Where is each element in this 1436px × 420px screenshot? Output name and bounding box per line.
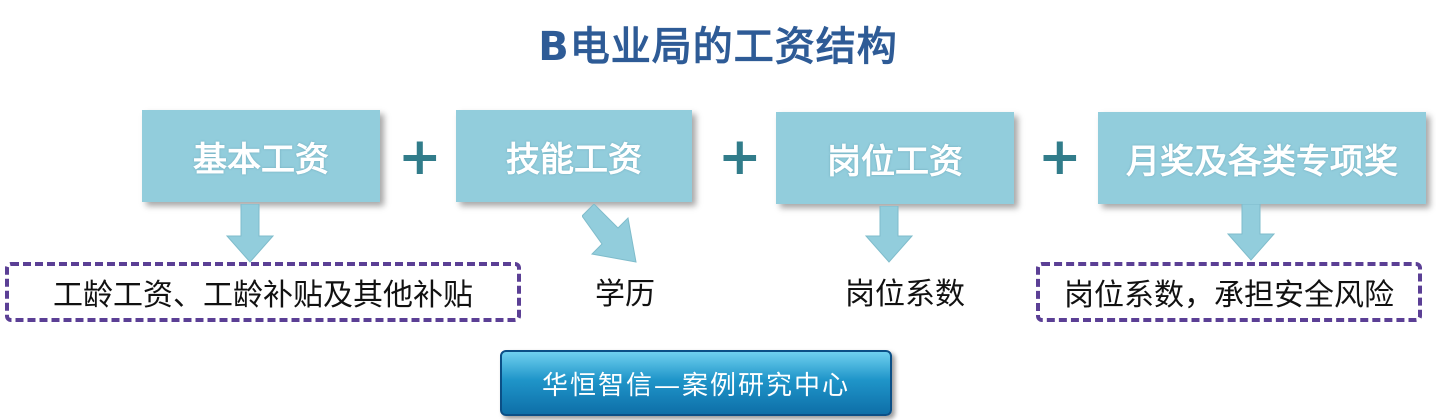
plus-sign-1: +	[398, 127, 442, 187]
research-center-banner: 华恒智信—案例研究中心	[500, 350, 892, 416]
skill-salary-box: 技能工资	[456, 110, 692, 202]
down-arrow-icon	[1226, 204, 1276, 261]
post-risk-label: 岗位系数，承担安全风险	[1036, 262, 1422, 322]
diagram-title: B电业局的工资结构	[538, 24, 898, 70]
post-coefficient-label: 岗位系数	[845, 277, 965, 312]
education-label: 学历	[595, 277, 655, 312]
basic-salary-box: 基本工资	[142, 110, 380, 202]
post-salary-box: 岗位工资	[776, 112, 1014, 204]
seniority-allowance-label: 工龄工资、工龄补贴及其他补贴	[5, 262, 521, 322]
plus-sign-2: +	[718, 127, 762, 187]
down-arrow-icon	[864, 206, 914, 263]
diagonal-arrow-icon	[582, 204, 637, 263]
down-arrow-icon	[225, 204, 275, 263]
plus-sign-3: +	[1038, 127, 1082, 187]
monthly-bonus-box: 月奖及各类专项奖	[1098, 112, 1426, 204]
